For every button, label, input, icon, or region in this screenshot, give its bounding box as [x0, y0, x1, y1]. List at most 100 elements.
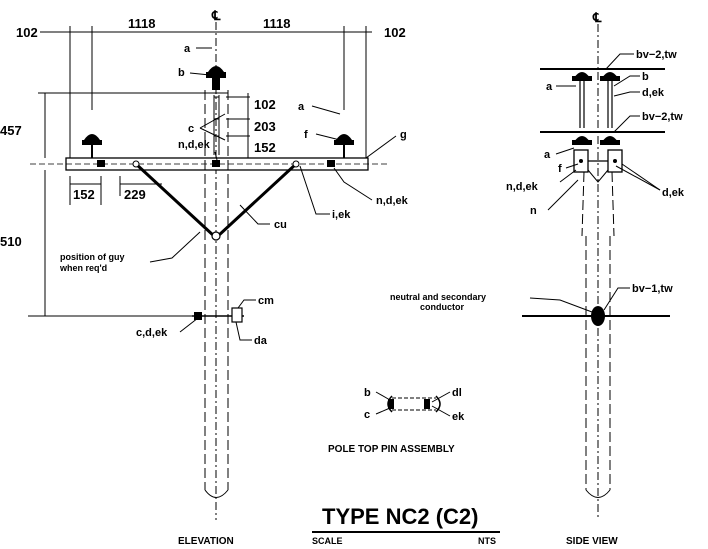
- side-arm-right-bolt: [613, 159, 617, 163]
- dim-right-span: 1118: [263, 16, 291, 31]
- leader-b: [189, 72, 211, 76]
- leader-bv2tw-mid: [613, 115, 640, 133]
- leader-pin-b: [375, 391, 391, 401]
- insulator-right: [334, 134, 354, 158]
- dim-pin-3: 152: [254, 140, 276, 155]
- leader-side-ndek: [559, 169, 577, 183]
- pin-assembly-right-clamp: [435, 395, 441, 413]
- label-bv1tw: bv−1,tw: [632, 283, 673, 295]
- label-side-dek-right: d,ek: [662, 187, 685, 199]
- brace-bolt: [211, 231, 221, 241]
- caption-side-view: SIDE VIEW: [566, 536, 618, 547]
- label-pin-ek: ek: [452, 411, 465, 423]
- label-pin-c: c: [364, 409, 370, 421]
- side-insulators-lower: [572, 136, 620, 145]
- leader-side-f: [565, 163, 579, 169]
- label-ndek-right: n,d,ek: [376, 195, 409, 207]
- title-block: TYPE NC2 (C2) SCALE NTS: [312, 504, 500, 546]
- leader-bv2tw-top: [605, 53, 634, 70]
- side-pole-butt: [585, 489, 611, 498]
- centerline-symbol-side: ℄: [592, 10, 602, 25]
- leader-da: [235, 321, 252, 341]
- label-a-right: a: [298, 101, 305, 113]
- dim-crossarm-height: 457: [0, 123, 22, 138]
- leader-side-b: [613, 75, 640, 87]
- side-view: ℄: [390, 10, 685, 547]
- label-side-f: f: [558, 163, 562, 175]
- insulator-top: [206, 66, 226, 90]
- label-neutral-2: conductor: [420, 302, 464, 312]
- bolt-nut: [231, 307, 243, 323]
- label-g: g: [400, 129, 407, 141]
- side-brace: [587, 169, 609, 183]
- dim-bolt-offset: 152: [73, 187, 95, 202]
- label-iek: i,ek: [332, 209, 351, 221]
- label-da: da: [254, 335, 268, 347]
- leader-pin-ek: [431, 405, 451, 417]
- caption-elevation: ELEVATION: [178, 536, 234, 547]
- leader-bv1tw: [603, 287, 630, 311]
- leader-ndek-top: [214, 151, 218, 161]
- label-a-top: a: [184, 43, 191, 55]
- leader-pin-dl: [431, 391, 451, 403]
- insulator-left: [82, 134, 102, 158]
- pole-butt: [204, 489, 229, 498]
- label-c: c: [188, 123, 194, 135]
- label-side-b: b: [642, 71, 649, 83]
- label-cu: cu: [274, 219, 287, 231]
- nts-label: NTS: [478, 536, 496, 546]
- leader-a-right: [311, 105, 341, 115]
- label-side-a: a: [546, 81, 553, 93]
- dim-left-offset: 102: [16, 25, 38, 40]
- label-b: b: [178, 67, 185, 79]
- label-side-a-low: a: [544, 149, 551, 161]
- leader-side-dek-1: [615, 165, 661, 191]
- side-pole-taper-left: [581, 171, 585, 237]
- drawing-title: TYPE NC2 (C2): [322, 504, 478, 529]
- pin-assembly-detail: b c dl ek POLE TOP PIN ASSEMBLY: [328, 387, 465, 455]
- leader-guy: [149, 231, 201, 263]
- brace-left-end: [132, 160, 140, 168]
- elevation-view: ℄ 102 1118 1118 102 457: [0, 8, 409, 547]
- label-side-n: n: [530, 205, 537, 217]
- bolt-washer: [194, 312, 202, 320]
- label-bv2tw-mid: bv−2,tw: [642, 111, 683, 123]
- brace-left-inner: [135, 163, 215, 237]
- neutral-attachment: [591, 306, 605, 326]
- dim-pin-1: 102: [254, 97, 276, 112]
- crossarm-bolt-right: [327, 160, 335, 167]
- dim-pin-2: 203: [254, 119, 276, 134]
- crossarm-bolt-center: [212, 160, 220, 167]
- leader-ndek-right: [333, 167, 373, 201]
- crossarm-bolt-left: [97, 160, 105, 167]
- leader-g: [365, 135, 397, 159]
- leader-side-dek-2: [621, 163, 661, 191]
- leader-cu: [239, 204, 270, 225]
- dim-left-span: 1118: [128, 16, 156, 31]
- leader-side-a-low: [555, 147, 575, 155]
- brace-right-end: [292, 160, 300, 168]
- label-pin-dl: dl: [452, 387, 462, 399]
- dim-lower-height: 510: [0, 234, 22, 249]
- leader-cdek: [179, 317, 199, 333]
- dim-right-offset: 102: [384, 25, 406, 40]
- leader-neutral: [529, 297, 593, 313]
- label-pin-b: b: [364, 387, 371, 399]
- leader-side-dek-top: [613, 91, 640, 97]
- leader-c-2: [199, 127, 226, 141]
- leader-pin-c: [375, 407, 391, 415]
- leader-iek: [299, 165, 330, 215]
- caption-pin-assembly: POLE TOP PIN ASSEMBLY: [328, 444, 455, 455]
- scale-label: SCALE: [312, 536, 343, 546]
- leader-cm: [237, 299, 256, 309]
- label-ndek-top: n,d,ek: [178, 139, 211, 151]
- pin-assembly-right-bolt: [424, 399, 430, 409]
- label-neutral-1: neutral and secondary: [390, 292, 486, 302]
- label-side-ndek: n,d,ek: [506, 181, 539, 193]
- leader-c-1: [199, 113, 226, 129]
- label-guy-1: position of guy: [60, 252, 125, 262]
- label-f: f: [304, 129, 308, 141]
- side-arm-left-bolt: [579, 159, 583, 163]
- leader-f: [315, 133, 341, 141]
